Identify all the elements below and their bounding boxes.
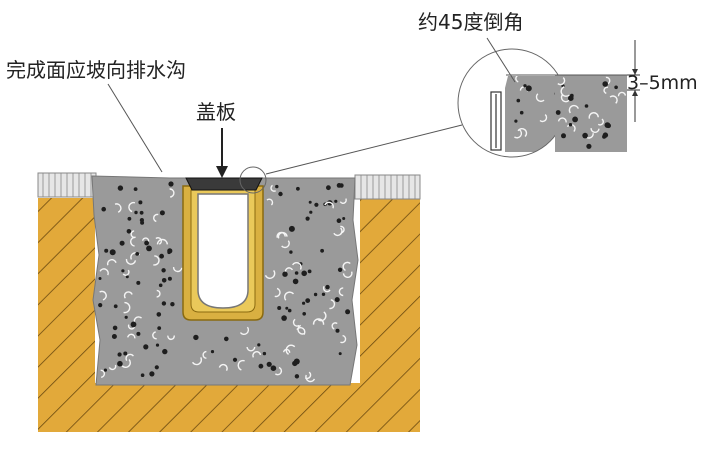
dim-arrowhead-lower: [632, 90, 638, 96]
trench-channel: [197, 193, 249, 309]
concrete-aggregate: [98, 181, 353, 383]
cover-plate: [185, 177, 263, 191]
cover-plate-label: 盖板: [196, 100, 236, 124]
dimension-label: 3–5mm: [627, 72, 698, 94]
chamfer-label: 约45度倒角: [418, 10, 524, 34]
pavement-right: [354, 174, 421, 200]
pavement-left: [37, 172, 97, 198]
cover-arrowhead: [216, 166, 228, 178]
chamfer-leader: [486, 37, 516, 83]
detail-marker-circle: [239, 166, 267, 194]
dim-arrowhead-upper: [632, 69, 638, 75]
surface-slope-label: 完成面应坡向排水沟: [6, 58, 186, 82]
zoom-aggregate: [555, 76, 627, 149]
surface-leader: [107, 83, 163, 173]
zoom-leader-line: [265, 124, 463, 175]
